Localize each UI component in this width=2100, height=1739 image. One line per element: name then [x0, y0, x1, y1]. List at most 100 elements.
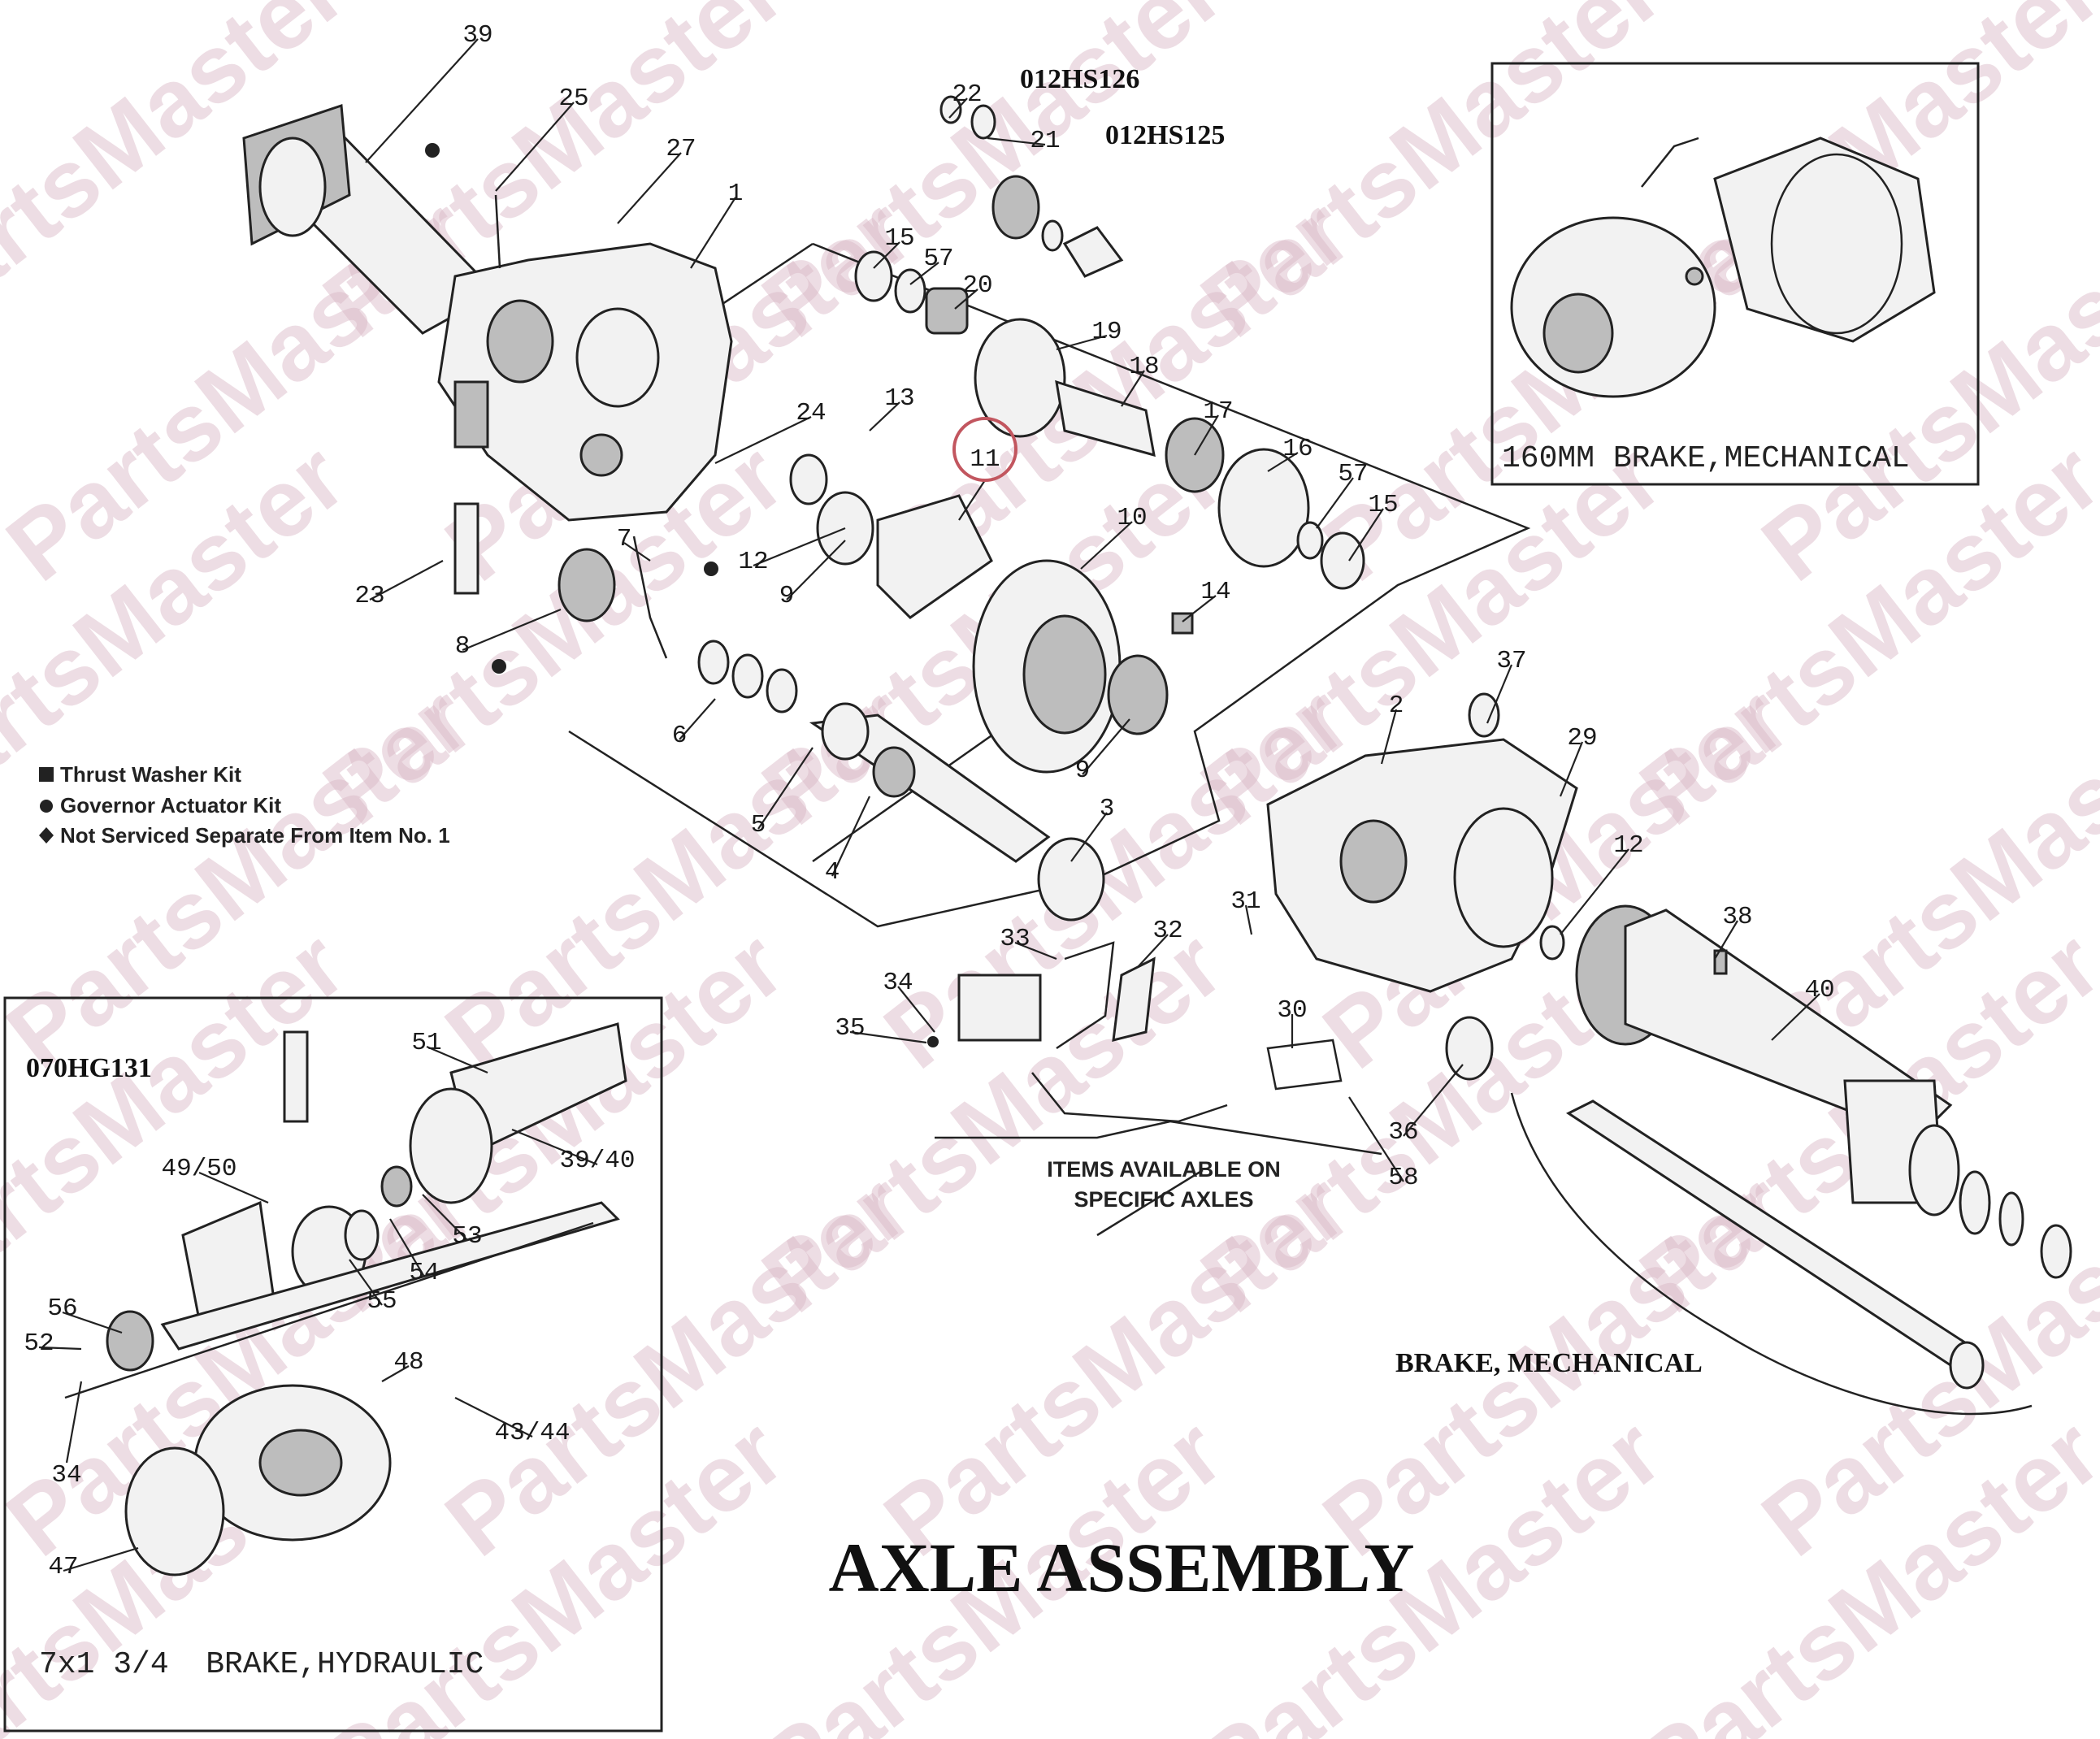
callout-27: 27	[666, 135, 696, 163]
leader-line	[1014, 941, 1057, 961]
callout-39-40: 39/40	[559, 1147, 635, 1175]
callout-5: 5	[751, 811, 766, 839]
callout-24: 24	[796, 399, 826, 427]
leader-line	[1080, 521, 1133, 570]
callout-32: 32	[1152, 917, 1182, 945]
leader-line	[1316, 477, 1354, 529]
callout-51: 51	[411, 1029, 441, 1057]
leader-line	[1267, 452, 1299, 472]
housing-left	[437, 242, 733, 522]
thrust-washer-symbol	[39, 767, 54, 782]
callout-55: 55	[367, 1287, 397, 1316]
leader-line	[38, 1346, 82, 1351]
leader-lines	[38, 38, 1820, 1572]
leader-line	[869, 401, 900, 431]
leader-line	[1380, 709, 1398, 765]
differential	[789, 453, 1194, 774]
leader-line	[909, 262, 939, 285]
callout-4: 4	[825, 858, 840, 887]
leader-line	[198, 1171, 269, 1204]
housing-right	[1266, 692, 1578, 1081]
leader-line	[422, 1194, 468, 1241]
leader-line	[369, 560, 444, 601]
specific-axle-parts	[957, 941, 1343, 1123]
inset-box-mechanical-brake	[1490, 62, 1980, 486]
leader-line	[623, 542, 651, 562]
leader-line	[1560, 848, 1629, 935]
callout-58: 58	[1388, 1164, 1418, 1192]
leader-line	[757, 747, 814, 830]
leader-line	[1082, 718, 1130, 775]
callout-48: 48	[393, 1348, 423, 1377]
leader-line	[349, 1259, 383, 1306]
callout-3: 3	[1100, 795, 1115, 823]
callout-39: 39	[462, 21, 492, 50]
leader-line	[617, 152, 682, 224]
callout-13: 13	[884, 384, 914, 413]
governor-symbol	[40, 800, 53, 813]
callout-20: 20	[962, 271, 992, 300]
callout-57: 57	[923, 245, 953, 273]
leader-line	[1403, 1064, 1464, 1137]
callout-8: 8	[455, 632, 471, 661]
callout-11: 11	[970, 445, 1000, 474]
leader-line	[1137, 934, 1169, 968]
callout-53: 53	[452, 1222, 482, 1251]
misc-parts-left	[425, 143, 939, 1047]
callout-15: 15	[1368, 491, 1398, 519]
leader-line	[897, 986, 935, 1033]
legend-governor: Governor Actuator Kit	[60, 793, 281, 817]
callout-29: 29	[1567, 724, 1597, 752]
callout-40: 40	[1804, 976, 1834, 1004]
assembly-guide-lines	[568, 242, 1531, 1237]
part-number-070HG131: 070HG131	[26, 1053, 152, 1083]
callout-1: 1	[728, 180, 744, 208]
leader-line	[786, 540, 846, 601]
leader-line	[690, 197, 736, 269]
callout-30: 30	[1277, 996, 1307, 1025]
callout-15: 15	[884, 224, 914, 253]
caption-brake-mechanical: BRAKE, MECHANICAL	[1395, 1348, 1703, 1378]
callout-21: 21	[1030, 127, 1060, 155]
leader-line	[849, 1030, 927, 1044]
callout-33: 33	[1000, 925, 1030, 953]
callout-12: 12	[738, 548, 768, 576]
leader-line	[987, 137, 1046, 146]
leader-line	[381, 1365, 410, 1382]
callout-9: 9	[1075, 757, 1091, 785]
part-number-012HS125: 012HS125	[1105, 120, 1225, 150]
pinion-shaft	[809, 702, 1105, 922]
leader-line	[1194, 414, 1219, 456]
callout-17: 17	[1203, 397, 1233, 426]
callout-52: 52	[24, 1329, 54, 1358]
leader-line	[1771, 993, 1820, 1041]
leader-line	[1486, 664, 1513, 724]
leader-line	[679, 698, 716, 740]
callout-2: 2	[1389, 692, 1404, 720]
not-serviced-symbol	[39, 827, 54, 843]
leader-line	[958, 479, 986, 521]
leader-line	[454, 1397, 533, 1438]
gear-train	[854, 95, 1365, 590]
caption-specific-axles: SPECIFIC AXLES	[1074, 1187, 1253, 1212]
leader-line	[62, 1311, 123, 1334]
callout-23: 23	[354, 582, 384, 610]
axle-tube-left	[242, 103, 498, 335]
callout-35: 35	[835, 1014, 865, 1043]
callout-43-44: 43/44	[494, 1419, 570, 1447]
caption-160mm-brake: 160MM BRAKE,MECHANICAL	[1502, 441, 1910, 476]
leader-line	[1182, 595, 1217, 622]
part-number-012HS126: 012HS126	[1020, 64, 1139, 94]
callout-14: 14	[1200, 578, 1230, 606]
callout-22: 22	[952, 80, 982, 109]
callout-38: 38	[1722, 903, 1752, 931]
callout-49-50: 49/50	[161, 1155, 236, 1183]
callout-6: 6	[672, 722, 688, 750]
inset-box-hydraulic-brake	[3, 996, 663, 1732]
callout-10: 10	[1117, 504, 1147, 532]
caption-items-available: ITEMS AVAILABLE ON	[1047, 1157, 1281, 1182]
leader-line	[365, 38, 479, 163]
callout-56: 56	[47, 1294, 77, 1323]
